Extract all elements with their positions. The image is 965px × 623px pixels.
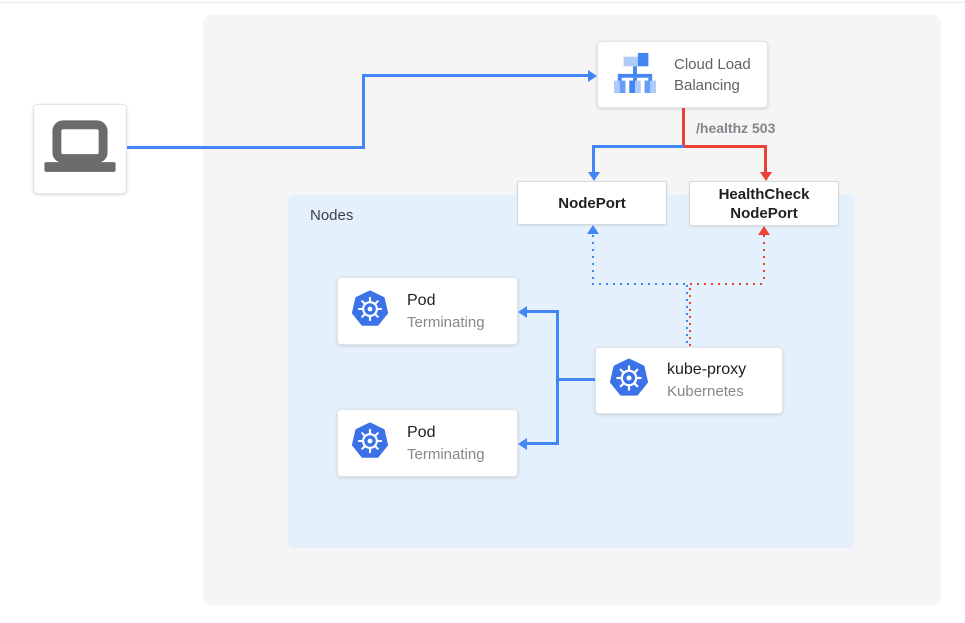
pod-card-1: Pod Terminating [337, 277, 518, 345]
healthcheck-nodeport-box: HealthCheck NodePort [689, 181, 839, 226]
edge-kubeproxy-left [556, 378, 595, 381]
load-balancer-card: Cloud Load Balancing [597, 41, 768, 108]
healthcheck-nodeport-label-line1: HealthCheck [718, 185, 810, 203]
top-hairline [0, 2, 965, 3]
edge-into-pod2 [526, 442, 559, 445]
load-balancer-title-line2: Balancing [674, 76, 740, 94]
nodeport-box: NodePort [517, 181, 667, 225]
kubernetes-icon [351, 422, 389, 465]
edge-lb-down-red [682, 108, 685, 148]
edge-client-vertical [362, 74, 365, 149]
edge-branch-red-vertical [764, 145, 767, 173]
edge-client-horizontal [127, 146, 365, 149]
dotted-red-vertical [763, 235, 765, 283]
dotted-blue-vertical [592, 235, 594, 283]
kube-proxy-subtitle: Kubernetes [667, 383, 744, 400]
pod-status: Terminating [407, 313, 485, 331]
dotted-blue-horizontal [592, 283, 688, 285]
dotted-red-horizontal [690, 283, 765, 285]
edge-branch-red-horizontal [684, 145, 767, 148]
healthcheck-nodeport-label-line2: NodePort [730, 204, 798, 222]
load-balancer-icon [612, 51, 658, 98]
kube-proxy-card: kube-proxy Kubernetes [595, 347, 783, 414]
kubernetes-icon [351, 290, 389, 333]
dotted-kubeproxy-up-blue [686, 285, 688, 347]
healthz-503-label: /healthz 503 [696, 120, 776, 136]
dotted-kubeproxy-up-red [689, 285, 691, 347]
arrowhead-into-nodeport-bottom [587, 225, 599, 234]
edge-pods-vertical [556, 310, 559, 444]
arrowhead-into-healthcheck-bottom [758, 226, 770, 235]
edge-client-to-lb-horizontal [362, 74, 588, 77]
edge-into-pod1 [526, 310, 559, 313]
arrowhead-into-pod1 [518, 305, 527, 318]
kube-proxy-title: kube-proxy [667, 361, 747, 378]
pod-title: Pod [407, 291, 436, 309]
laptop-icon [38, 107, 122, 192]
nodeport-label: NodePort [558, 194, 626, 212]
pod-status: Terminating [407, 445, 485, 463]
edge-branch-blue-horizontal [592, 145, 684, 148]
edge-branch-blue-vertical [592, 145, 595, 173]
pod-title: Pod [407, 423, 436, 441]
load-balancer-title-line1: Cloud Load [674, 55, 751, 73]
pod-card-2: Pod Terminating [337, 409, 518, 477]
arrowhead-into-load-balancer [588, 69, 597, 82]
nodes-group-label: Nodes [310, 207, 354, 224]
kubernetes-icon [609, 358, 649, 403]
client-card [33, 104, 127, 194]
arrowhead-into-pod2 [518, 437, 527, 450]
arrowhead-into-nodeport-top [587, 172, 600, 181]
arrowhead-into-healthcheck-top [759, 172, 772, 181]
